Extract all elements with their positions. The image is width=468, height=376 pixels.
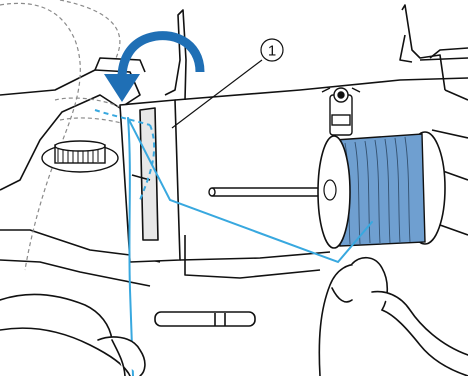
winder-wheel	[42, 141, 118, 172]
tension-guide-hook	[322, 88, 360, 135]
right-hand	[319, 258, 468, 376]
thread-spool	[318, 132, 445, 248]
left-hand	[0, 295, 145, 376]
spool-pin	[209, 188, 320, 196]
callout-1: 1	[172, 39, 283, 128]
callout-number: 1	[268, 43, 276, 60]
